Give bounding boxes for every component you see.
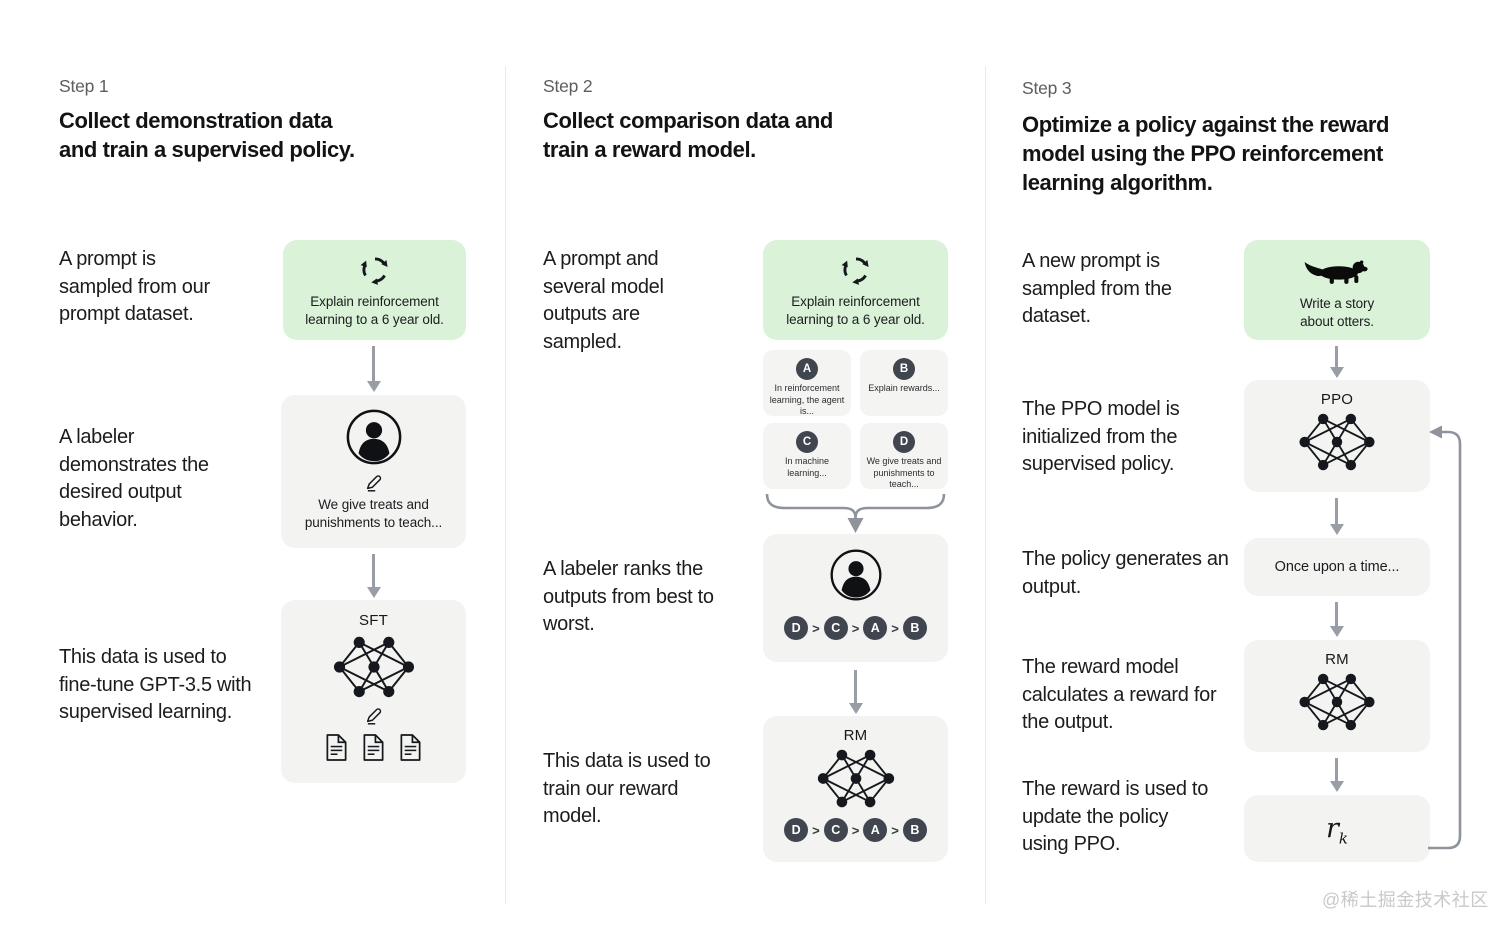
document-icon [400, 734, 421, 761]
rank-separator: > [851, 822, 860, 838]
merge-brace-icon [763, 492, 948, 534]
rm-label: RM [843, 727, 868, 744]
column-divider [985, 66, 986, 904]
answer-letter-badge: C [796, 431, 818, 453]
neural-network-icon [1244, 412, 1430, 472]
document-icon [326, 734, 347, 761]
step1-title: Collect demonstration data and train a s… [59, 108, 355, 162]
ranking-row: D > C > A > B [763, 818, 948, 842]
arrow-down-icon [1335, 346, 1338, 368]
step2-title: Collect comparison data and train a rewa… [543, 108, 833, 162]
neural-network-icon [763, 748, 948, 809]
answer-letter-badge: D [893, 431, 915, 453]
refresh-icon [283, 253, 466, 287]
step1-sft-box: SFT [281, 600, 466, 783]
rank-badge: C [823, 818, 848, 842]
pencil-icon [281, 706, 466, 725]
arrow-down-icon [1335, 498, 1338, 525]
step1-prompt-box: Explain reinforcement learning to a 6 ye… [283, 240, 466, 340]
step2-rm-box: RM D > C > A [763, 716, 948, 862]
step3-caption-update: The reward is used to update the policy … [1022, 778, 1209, 855]
step2-labeler-box: D > C > A > B [763, 534, 948, 662]
rank-badge: C [823, 616, 848, 640]
arrow-down-icon [1335, 758, 1338, 782]
step2-caption-train: This data is used to train our reward mo… [543, 750, 711, 827]
arrow-down-icon [1335, 602, 1338, 627]
rank-badge: D [784, 818, 809, 842]
pencil-icon [281, 473, 466, 492]
rank-separator: > [851, 620, 860, 636]
answer-box-b: B Explain rewards... [860, 350, 948, 416]
reward-sub: k [1338, 829, 1348, 848]
answer-text: In reinforcement learning, the agent is.… [769, 383, 845, 416]
rank-separator: > [891, 620, 899, 636]
step1-caption-prompt: A prompt is sampled from our prompt data… [59, 248, 210, 325]
step1-caption-labeler: A labeler demonstrates the desired outpu… [59, 426, 209, 531]
rank-badge: B [902, 818, 927, 842]
step3-prompt-text: Write a story about otters. [1299, 296, 1375, 329]
arrow-down-icon [854, 670, 857, 704]
step2-prompt-box: Explain reinforcement learning to a 6 ye… [763, 240, 948, 340]
ranking-row: D > C > A > B [763, 616, 948, 640]
step2-caption-rank: A labeler ranks the outputs from best to… [543, 558, 714, 635]
step3-label: Step 3 [1022, 78, 1072, 98]
step3-title: Optimize a policy against the reward mod… [1022, 112, 1390, 195]
labeler-icon [763, 548, 948, 602]
arrow-down-icon [372, 346, 375, 382]
watermark: @稀土掘金技术社区 [1322, 890, 1489, 910]
answer-box-c: C In machine learning... [763, 423, 851, 489]
sft-label: SFT [359, 612, 388, 629]
document-icon [363, 734, 384, 761]
column-divider [505, 66, 506, 904]
step3-prompt-box: Write a story about otters. [1244, 240, 1430, 340]
ppo-label: PPO [1320, 391, 1354, 408]
step3-output-box: Once upon a time... [1244, 538, 1430, 596]
rank-badge: A [863, 616, 888, 640]
step1-labeler-text: We give treats and punishments to teach.… [304, 497, 443, 530]
rank-badge: A [863, 818, 888, 842]
feedback-loop-arrow [1426, 424, 1472, 860]
step3-rm-box: RM [1244, 640, 1430, 752]
step3-ppo-box: PPO [1244, 380, 1430, 492]
neural-network-icon [281, 635, 466, 699]
answer-text: In machine learning... [784, 456, 830, 478]
rank-separator: > [891, 822, 899, 838]
otter-icon [1244, 257, 1430, 288]
answer-text: We give treats and punishments to teach.… [866, 456, 942, 489]
step1-labeler-box: We give treats and punishments to teach.… [281, 395, 466, 548]
step1-label: Step 1 [59, 76, 109, 96]
step3-reward-box: rk [1244, 795, 1430, 862]
step3-caption-reward: The reward model calculates a reward for… [1022, 656, 1217, 733]
answer-text: Explain rewards... [868, 383, 940, 393]
step1-prompt-text: Explain reinforcement learning to a 6 ye… [305, 294, 444, 327]
step1-caption-finetune: This data is used to fine-tune GPT-3.5 w… [59, 646, 252, 723]
rm-label: RM [1325, 651, 1349, 668]
rank-separator: > [812, 620, 820, 636]
step3-caption-output: The policy generates an output. [1022, 548, 1229, 598]
refresh-icon [763, 253, 948, 287]
answer-letter-badge: A [796, 358, 818, 380]
step3-caption-prompt: A new prompt is sampled from the dataset… [1022, 250, 1172, 327]
answer-letter-badge: B [893, 358, 915, 380]
step2-prompt-text: Explain reinforcement learning to a 6 ye… [786, 294, 925, 327]
labeler-icon [281, 408, 466, 466]
documents-row [281, 733, 466, 762]
answer-box-d: D We give treats and punishments to teac… [860, 423, 948, 489]
answer-box-a: A In reinforcement learning, the agent i… [763, 350, 851, 416]
reward-var: r [1325, 813, 1339, 844]
reward-value: rk [1325, 813, 1348, 848]
rank-badge: B [902, 616, 927, 640]
step3-caption-init: The PPO model is initialized from the su… [1022, 398, 1180, 475]
step2-caption-prompt: A prompt and several model outputs are s… [543, 248, 664, 353]
rank-separator: > [812, 822, 820, 838]
arrow-down-icon [372, 554, 375, 588]
step2-label: Step 2 [543, 76, 593, 96]
neural-network-icon [1244, 672, 1430, 732]
step3-output-text: Once upon a time... [1274, 559, 1400, 575]
rank-badge: D [784, 616, 809, 640]
